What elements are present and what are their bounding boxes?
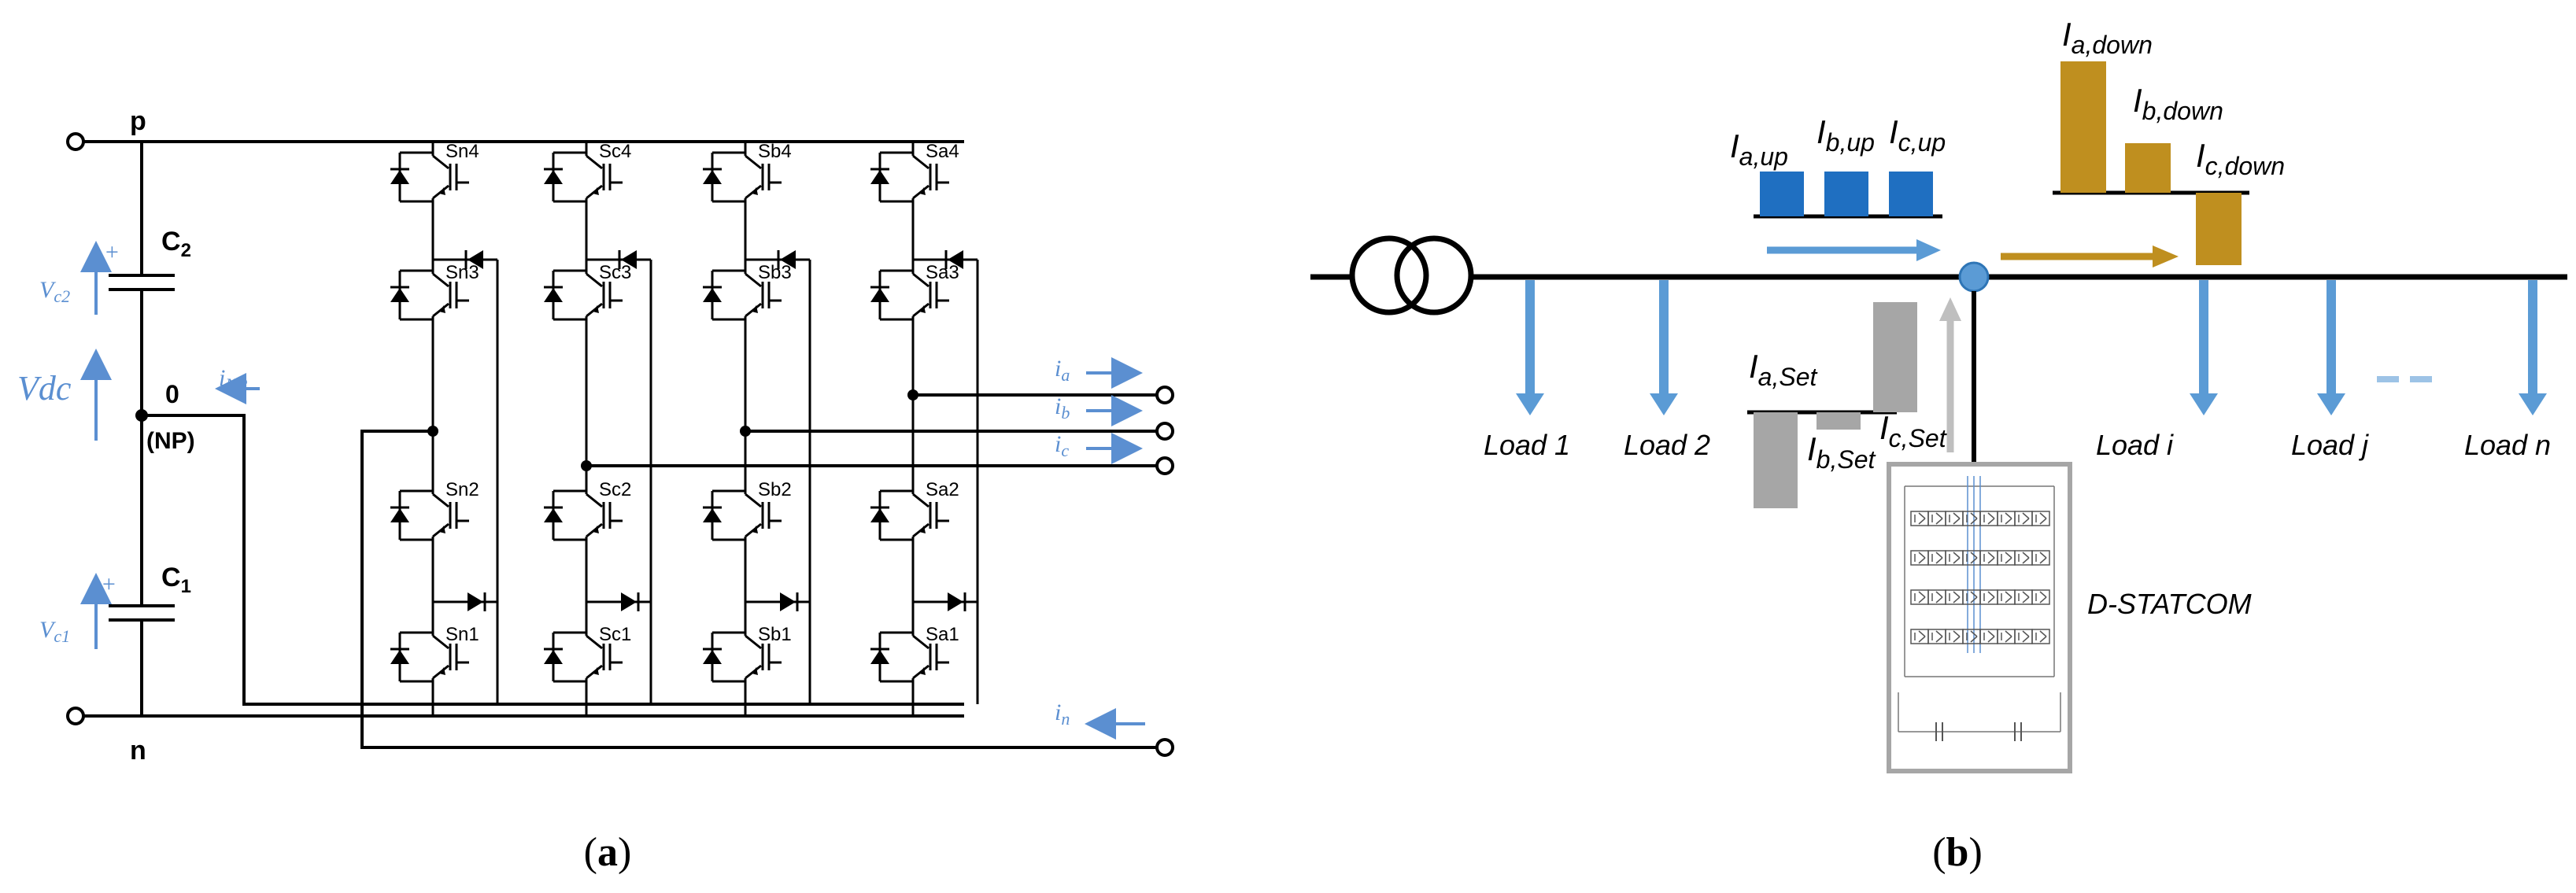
output-line-n — [360, 430, 1157, 749]
terminal-b — [1155, 422, 1174, 441]
vc1-label: Vc1 — [39, 617, 70, 646]
ia-label: ia — [1055, 356, 1070, 385]
switch-label: Sb2 — [758, 479, 792, 500]
i-a-up-label: Ia,up — [1730, 127, 1788, 171]
i-c-up-bar — [1889, 172, 1933, 216]
switch-label: Sa4 — [926, 141, 959, 162]
switch-label: Sb3 — [758, 262, 792, 283]
i-b-set-bar — [1817, 412, 1861, 430]
load-arrows — [1516, 280, 2547, 415]
i-c-set-label: Ic,Set — [1879, 409, 1947, 452]
switch-label: Sc4 — [599, 141, 631, 162]
node-n-label: n — [130, 736, 146, 766]
vdc-label: Vdc — [17, 369, 72, 408]
load-n-label: Load n — [2464, 429, 2551, 461]
switch-label: Sa1 — [926, 624, 959, 645]
node-np-label: (NP) — [146, 428, 195, 454]
switch-label: Sc1 — [599, 624, 631, 645]
statcom-thumbnail — [1898, 476, 2061, 741]
i-b-up-bar — [1824, 172, 1868, 216]
i-b-down-label: Ib,down — [2133, 82, 2223, 125]
caption-b: (b) — [1932, 830, 1983, 875]
switch-label: Sb4 — [758, 141, 792, 162]
load-j-arrow — [2317, 280, 2345, 415]
caption-a: (a) — [584, 830, 632, 875]
i-a-down-label: Ia,down — [2062, 16, 2153, 59]
statcom-box — [1887, 462, 2072, 773]
panel-b: Load 1 Load 2 Load i Load j Load n Ia,up… — [1310, 16, 2567, 875]
load-i-arrow — [2190, 280, 2218, 415]
switch-label: Sb1 — [758, 624, 792, 645]
load-j-label: Load j — [2291, 429, 2369, 461]
load-1-arrow — [1516, 280, 1544, 415]
clamp-diode-bottom — [778, 591, 799, 613]
node-p-label: p — [130, 106, 146, 136]
i-a-up-bar — [1760, 172, 1804, 216]
switch-label: Sc3 — [599, 262, 631, 283]
i-b-up-label: Ib,up — [1817, 113, 1875, 157]
terminal-neutral — [1155, 738, 1174, 757]
i-c-down-label: Ic,down — [2196, 137, 2285, 180]
switch-label: Sa3 — [926, 262, 959, 283]
clamp-diode-bottom — [946, 591, 966, 613]
np-wire — [142, 414, 964, 706]
i-a-down-bar — [2060, 61, 2106, 193]
pcc-node — [1958, 261, 1990, 293]
vc1-plus: + — [101, 571, 116, 597]
switch-label: Sa2 — [926, 479, 959, 500]
terminal-n — [66, 707, 85, 725]
c1-label: C1 — [161, 563, 191, 597]
ic-label: ic — [1055, 431, 1069, 460]
i-c-up-label: Ic,up — [1889, 113, 1946, 157]
switch-label: Sn3 — [445, 262, 479, 283]
load-n-arrow — [2519, 280, 2547, 415]
load-i-label: Load i — [2096, 429, 2174, 461]
terminal-p — [66, 132, 85, 151]
switch-label: Sn2 — [445, 479, 479, 500]
clamp-diode-bottom — [619, 591, 640, 613]
i-a-set-bar — [1754, 412, 1798, 508]
ib-label: ib — [1055, 393, 1070, 423]
switch-label: Sc2 — [599, 479, 631, 500]
load-2-label: Load 2 — [1624, 429, 1710, 461]
i-b-down-bar — [2125, 143, 2171, 193]
statcom-label: D-STATCOM — [2087, 588, 2252, 620]
switch-label: Sn4 — [445, 141, 479, 162]
transformer-coil-1 — [1349, 235, 1429, 316]
in-label: in — [1055, 699, 1070, 729]
node-0-label: 0 — [165, 380, 179, 408]
load-1-label: Load 1 — [1484, 429, 1570, 461]
c2-label: C2 — [161, 227, 191, 261]
vc2-label: Vc2 — [39, 277, 70, 306]
i-c-set-bar — [1873, 302, 1917, 412]
load-2-arrow — [1650, 280, 1678, 415]
terminal-c — [1155, 456, 1174, 475]
panel-a: C2 C1 p n 0 (NP) + Vc2 Vdc + Vc1 iNP Sn4… — [17, 106, 1174, 875]
vc2-plus: + — [104, 239, 120, 265]
terminal-a — [1155, 386, 1174, 404]
clamp-diode-bottom — [466, 591, 486, 613]
transformer-coil-2 — [1394, 235, 1474, 316]
switch-label: Sn1 — [445, 624, 479, 645]
i-b-set-label: Ib,Set — [1807, 430, 1876, 474]
i-a-set-label: Ia,Set — [1749, 348, 1818, 391]
i-c-down-bar — [2196, 193, 2242, 265]
